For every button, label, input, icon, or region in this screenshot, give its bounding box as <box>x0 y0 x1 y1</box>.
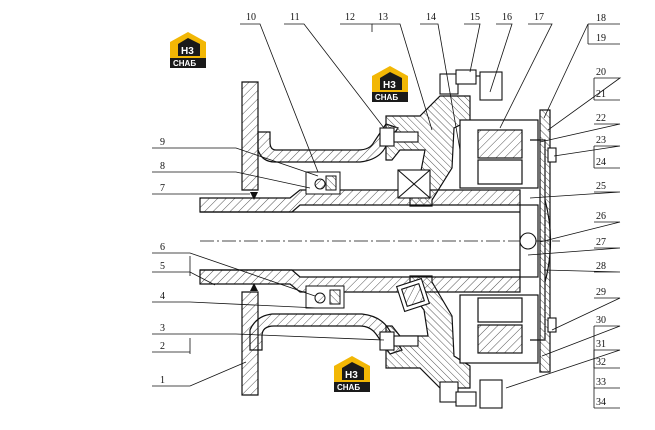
part-label: 4 <box>160 291 165 302</box>
part-label: 10 <box>246 12 256 23</box>
part-label: 18 <box>596 13 606 24</box>
part-label: 8 <box>160 161 165 172</box>
part-label: 16 <box>502 12 512 23</box>
labels-right: 18 19 20 21 22 23 24 25 26 27 28 29 30 3… <box>596 13 606 408</box>
part-label: 23 <box>596 135 606 146</box>
part-label: 15 <box>470 12 480 23</box>
part-label: 30 <box>596 315 606 326</box>
part-label: 1 <box>160 375 165 386</box>
svg-text:H3: H3 <box>181 46 194 57</box>
part-label: 22 <box>596 113 606 124</box>
section-markers <box>250 192 258 291</box>
part-label: 13 <box>378 12 388 23</box>
part-label: 6 <box>160 242 165 253</box>
leader-lines <box>152 23 622 409</box>
labels-top: 10 11 12 13 14 15 16 17 <box>246 12 544 23</box>
bolts <box>379 69 557 409</box>
part-label: 28 <box>596 261 606 272</box>
seal-upper <box>305 171 341 195</box>
part-label: 14 <box>426 12 436 23</box>
spindle-shaft <box>199 189 539 293</box>
seal-lower <box>305 285 345 309</box>
svg-text:CHAБ: CHAБ <box>337 383 360 392</box>
bearing-lower <box>395 277 431 313</box>
svg-text:CHAБ: CHAБ <box>375 93 398 102</box>
part-label: 25 <box>596 181 606 192</box>
part-label: 26 <box>596 211 606 222</box>
watermark-logo: H3 CHAБ <box>372 66 408 102</box>
part-label: 11 <box>290 12 300 23</box>
part-label: 27 <box>596 237 606 248</box>
part-label: 2 <box>160 341 165 352</box>
bearing-upper <box>397 169 431 199</box>
part-label: 17 <box>534 12 544 23</box>
part-label: 31 <box>596 339 606 350</box>
watermark-logo: H3 CHAБ <box>170 32 206 68</box>
part-label: 33 <box>596 377 606 388</box>
part-label: 24 <box>596 157 606 168</box>
part-label: 7 <box>160 183 165 194</box>
labels-left: 9 8 7 6 5 4 3 2 1 <box>160 137 165 386</box>
part-label: 9 <box>160 137 165 148</box>
part-label: 21 <box>596 89 606 100</box>
part-label: 5 <box>160 261 165 272</box>
part-label: 29 <box>596 287 606 298</box>
svg-text:H3: H3 <box>383 80 396 91</box>
part-label: 34 <box>596 397 606 408</box>
part-label: 32 <box>596 357 606 368</box>
part-label: 12 <box>345 12 355 23</box>
svg-text:H3: H3 <box>345 370 358 381</box>
part-label: 20 <box>596 67 606 78</box>
part-label: 3 <box>160 323 165 334</box>
part-label: 19 <box>596 33 606 44</box>
svg-text:CHAБ: CHAБ <box>173 59 196 68</box>
watermark-logo: H3 CHAБ <box>334 356 370 392</box>
frame-plate <box>241 81 259 396</box>
mounting-bracket <box>249 123 403 355</box>
